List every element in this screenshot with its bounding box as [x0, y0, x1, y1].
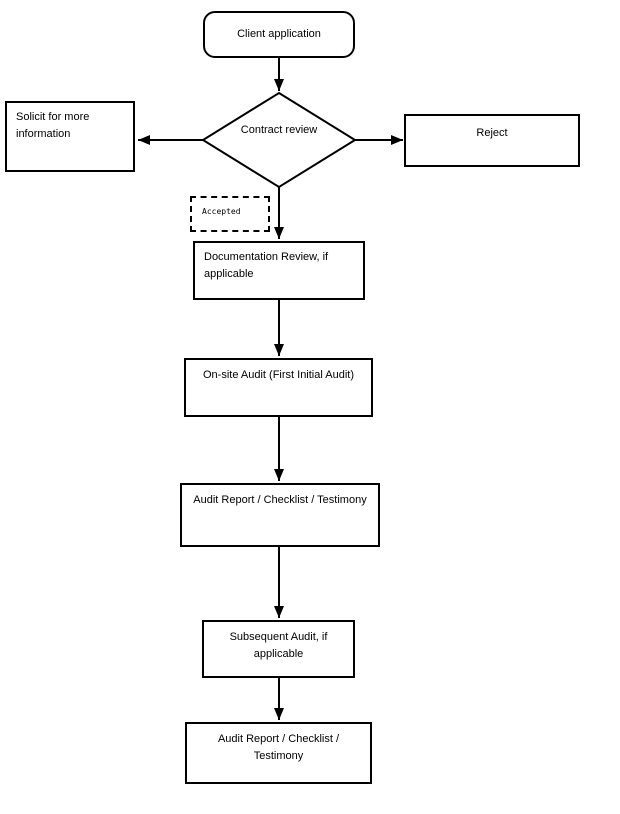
node-client-application-label: Client application	[237, 27, 321, 40]
node-audit-report-1: Audit Report / Checklist / Testimony	[180, 483, 380, 547]
node-contract-review-label: Contract review	[240, 124, 318, 136]
node-subsequent-audit: Subsequent Audit, if applicable	[202, 620, 355, 678]
accepted-condition-label: Accepted	[190, 196, 270, 232]
node-documentation-review: Documentation Review, if applicable	[193, 241, 365, 300]
node-onsite-audit: On-site Audit (First Initial Audit)	[184, 358, 373, 417]
node-audit-report-2: Audit Report / Checklist / Testimony	[185, 722, 372, 784]
node-reject: Reject	[404, 114, 580, 167]
node-solicit-information: Solicit for more information	[5, 101, 135, 172]
contract-review-diamond	[201, 91, 357, 189]
node-client-application: Client application	[203, 11, 355, 58]
